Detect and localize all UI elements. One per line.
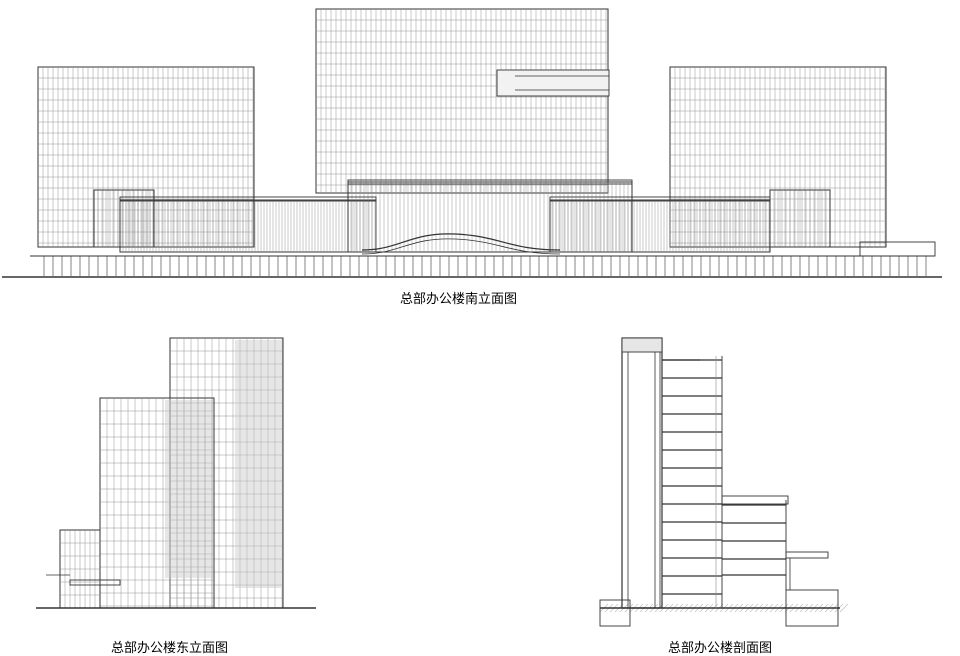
center-tower-outline [315,8,609,194]
left-podium-mullions [122,200,376,252]
left-podium [119,199,377,253]
east-elevation-drawing [36,337,316,609]
left-tower-mullions [42,67,254,247]
east-low-block [59,529,101,609]
south-elevation-caption: 总部办公楼南立面图 [400,292,518,307]
wave-canopy-inner [361,238,561,255]
east-low-block-floors [60,542,100,596]
right-tower-mullions [674,67,886,247]
section-basement-right [785,589,839,627]
section-canopy [785,551,829,559]
left-podium-cornice [119,196,377,202]
east-front-block [99,397,215,609]
left-lobby-block-mullions [97,190,151,247]
center-tower-mullions [320,9,607,193]
south-elevation-drawing [2,8,942,278]
podium-roof [721,495,789,505]
podium-floor-slabs [722,504,786,576]
right-lobby-block-mullions [773,190,827,247]
center-tower-floors [316,19,608,186]
east-front-block-floors [100,410,214,607]
center-tower-recess [496,69,610,97]
tower-floor-slabs [662,359,722,595]
center-podium-outline [347,181,633,253]
east-canopy-beam [69,579,121,586]
east-tall-tower-floors [170,350,283,599]
section-caption: 总部办公楼剖面图 [668,641,773,656]
core-cap [621,337,663,353]
wave-canopy [361,233,561,251]
section-drawing [599,337,849,627]
center-tower [315,8,609,194]
center-podium [347,181,633,253]
south-colonnade [43,256,927,276]
right-podium-cornice [549,196,771,202]
east-front-block-mullions [106,398,213,608]
right-canopy [859,241,936,257]
right-lobby-block-outline [769,189,831,248]
left-lobby-block-outline [93,189,155,248]
right-podium [549,199,771,253]
right-lobby-block [769,189,831,248]
east-tower-shaded-glass [235,340,281,588]
east-front-shaded-glass [165,400,213,578]
east-elevation-caption: 总部办公楼东立面图 [111,641,229,656]
section-basement-left [599,599,631,627]
right-podium-mullions [552,200,770,252]
left-tower [37,66,255,248]
center-podium-mullions [351,182,629,252]
center-podium-cornice [347,179,633,185]
